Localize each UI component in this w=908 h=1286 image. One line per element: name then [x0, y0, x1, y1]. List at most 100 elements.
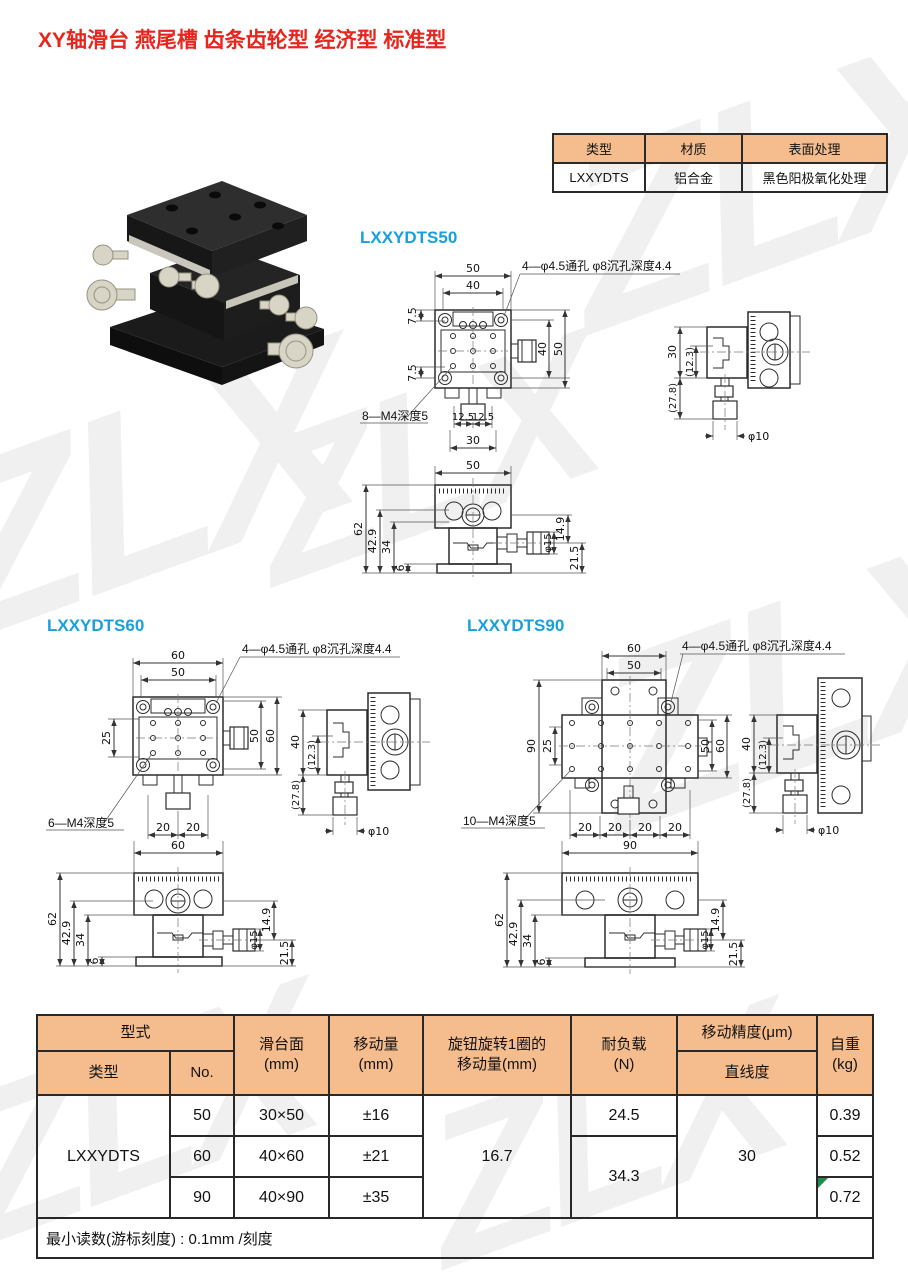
- dim-label: 12.5: [472, 412, 494, 423]
- dim-label: (12.3): [758, 740, 769, 770]
- page-title: XY轴滑台 燕尾槽 齿条齿轮型 经济型 标准型: [38, 29, 447, 52]
- spec-travel: ±21: [328, 1135, 425, 1178]
- spec-header-travel-line2: (mm): [358, 1056, 394, 1073]
- dim-label: (12.3): [685, 347, 696, 377]
- model-heading-60: LXXYDTS60: [47, 616, 145, 635]
- side-view-90: 40 (12.3) (27.8) φ10: [740, 677, 880, 837]
- spec-header-knob-line2: 移动量(mm): [457, 1056, 537, 1073]
- dim-label: 20: [638, 821, 652, 834]
- dim-label: (27.8): [668, 383, 679, 413]
- dim-label: 60: [171, 839, 185, 852]
- dim-label: 20: [668, 821, 682, 834]
- spec-footnote: 最小读数(游标刻度) : 0.1mm /刻度: [35, 1217, 875, 1259]
- dim-label: 90: [623, 839, 637, 852]
- thread-note: 6—M4深度5: [48, 815, 114, 830]
- material-info-table: 类型 材质 表面处理 LXXYDTS 铝合金 黑色阳极氧化处理: [552, 133, 888, 193]
- spec-header-knob-line1: 旋钮旋转1圈的: [447, 1035, 547, 1053]
- info-value-material: 铝合金: [644, 162, 743, 193]
- drawing-lxxydts90: 60 50 90 25 50 60 20 20 20 20: [461, 638, 880, 974]
- corner-marker: [818, 1178, 829, 1188]
- dim-label: 50: [699, 739, 712, 753]
- spec-knob-travel-value: 16.7: [422, 1094, 573, 1219]
- dim-label: φ10: [748, 430, 769, 443]
- spec-header-load-line1: 耐负载: [601, 1035, 647, 1053]
- spec-header-surface-line2: (mm): [264, 1056, 299, 1073]
- dim-label: 50: [248, 729, 261, 743]
- thread-note: 8—M4深度5: [362, 408, 428, 423]
- dim-label: 60: [264, 729, 277, 743]
- front-view-60: 60 62 42.9 34 6: [46, 839, 296, 973]
- front-view-90: 90 62 42.9 34 6: [493, 839, 745, 974]
- dim-label: 6: [394, 565, 407, 572]
- drawing-lxxydts50: 50 40 7.5 7.5 40 50 12.5 12.5 30 4—φ4.5通…: [352, 258, 810, 580]
- spec-header-travel: 移动量 (mm): [328, 1014, 425, 1096]
- dim-label: 14.9: [260, 908, 273, 933]
- dim-label: 20: [156, 821, 170, 834]
- spec-weight-value: 0.72: [829, 1188, 861, 1206]
- top-view-60: 60 50 25 50 60 20 20 4—φ4.5通孔 φ8沉孔深度4.4 …: [46, 641, 400, 839]
- dim-label: 62: [493, 913, 506, 927]
- top-view-90: 60 50 90 25 50 60 20 20 20 20: [461, 638, 845, 839]
- dim-label: 50: [171, 666, 185, 679]
- spec-header-surface-line1: 滑台面: [259, 1035, 305, 1053]
- dim-label: 30: [466, 434, 480, 447]
- spec-table: 型式 滑台面 (mm) 移动量 (mm) 旋钮旋转1圈的 移动量(mm) 耐负载…: [35, 1014, 875, 1259]
- front-view-50: 50 62 42.9 34 6: [352, 459, 586, 580]
- spec-header-knob-travel: 旋钮旋转1圈的 移动量(mm): [422, 1014, 573, 1096]
- dim-label: 21.5: [727, 942, 740, 967]
- spec-header-straightness: 直线度: [676, 1050, 819, 1096]
- dim-label: φ10: [368, 825, 389, 838]
- dim-label: 21.5: [568, 546, 581, 571]
- spec-header-surface: 滑台面 (mm): [233, 1014, 331, 1096]
- dim-label: 60: [627, 642, 641, 655]
- drawing-lxxydts60: 60 50 25 50 60 20 20 4—φ4.5通孔 φ8沉孔深度4.4 …: [46, 641, 430, 973]
- spec-weight: 0.52: [816, 1135, 875, 1178]
- dim-label: φ15: [249, 930, 260, 949]
- dim-label: 50: [466, 459, 480, 472]
- info-header-material: 材质: [644, 133, 743, 164]
- dim-label: 14.9: [554, 517, 567, 542]
- dim-label: 14.9: [709, 908, 722, 933]
- dim-label: 12.5: [452, 412, 474, 423]
- dim-label: 90: [525, 739, 538, 753]
- model-heading-50: LXXYDTS50: [360, 228, 458, 247]
- dim-label: 60: [714, 739, 727, 753]
- dim-label: 62: [46, 912, 59, 926]
- dim-label: 50: [466, 262, 480, 275]
- spec-travel: ±16: [328, 1094, 425, 1137]
- stage-photo-illustration: [86, 181, 324, 385]
- dim-label: 20: [608, 821, 622, 834]
- dim-label: (27.8): [291, 780, 302, 810]
- spec-header-precision: 移动精度(μm): [676, 1014, 819, 1052]
- dim-label: 60: [171, 649, 185, 662]
- spec-no: 50: [168, 1094, 236, 1137]
- spec-header-model-group: 型式: [35, 1014, 236, 1052]
- dim-label: φ10: [818, 824, 839, 837]
- product-photo: [86, 181, 324, 385]
- info-value-finish: 黑色阳极氧化处理: [741, 162, 888, 193]
- spec-header-travel-line1: 移动量: [353, 1035, 399, 1053]
- dim-label: 62: [352, 522, 365, 536]
- dim-label: 20: [186, 821, 200, 834]
- spec-no: 60: [168, 1135, 236, 1178]
- spec-header-load: 耐负载 (N): [570, 1014, 679, 1096]
- dim-label: 42.9: [60, 921, 73, 946]
- spec-weight: 0.39: [816, 1094, 875, 1137]
- dim-label: 6: [88, 958, 101, 965]
- dim-label: 34: [521, 934, 534, 948]
- dim-label: 7.5: [406, 364, 419, 382]
- dim-label: 20: [578, 821, 592, 834]
- spec-surface: 40×90: [233, 1176, 331, 1219]
- info-value-type: LXXYDTS: [552, 162, 646, 193]
- spec-header-load-line2: (N): [613, 1056, 635, 1073]
- spec-header-type: 类型: [36, 1050, 171, 1096]
- spec-no: 90: [168, 1176, 236, 1219]
- thread-note: 10—M4深度5: [463, 813, 536, 828]
- dim-label: 40: [740, 737, 753, 751]
- dim-label: 6: [535, 959, 548, 966]
- hole-note: 4—φ4.5通孔 φ8沉孔深度4.4: [242, 641, 392, 656]
- dim-label: (12.3): [307, 740, 318, 770]
- dim-label: φ15: [700, 930, 711, 949]
- spec-load: 24.5: [570, 1094, 679, 1137]
